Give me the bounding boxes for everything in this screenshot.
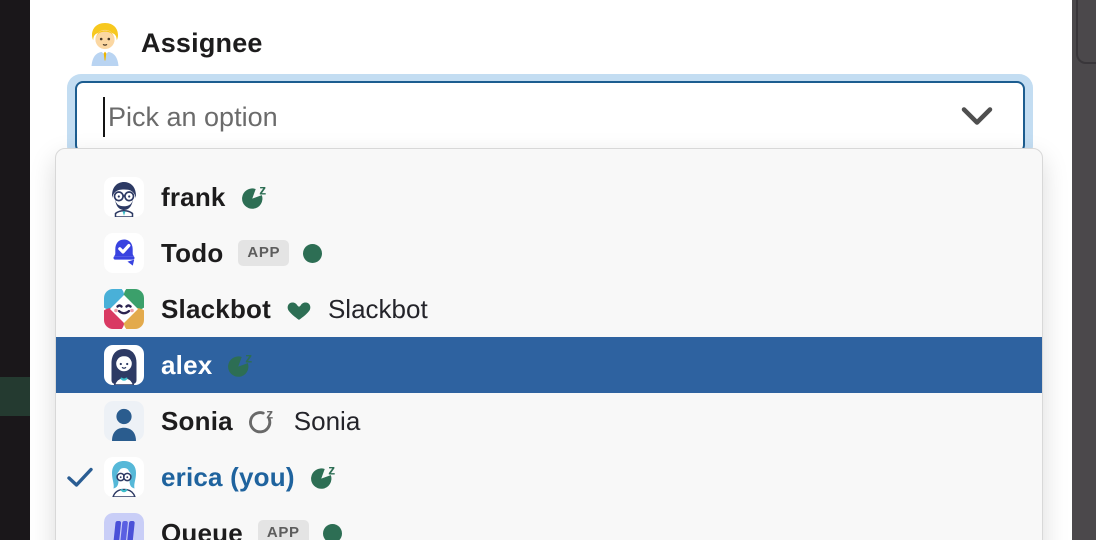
active-dot-icon	[322, 523, 342, 540]
svg-text:z: z	[328, 463, 335, 477]
option-frank[interactable]: frank z	[56, 169, 1042, 225]
assignee-field-label: Assignee	[141, 27, 263, 58]
option-name: Queue	[161, 517, 243, 540]
option-name: Sonia	[161, 405, 233, 436]
option-sonia[interactable]: Sonia z Sonia	[56, 393, 1042, 449]
woman-navy-avatar	[104, 345, 144, 385]
option-name: Slackbot	[161, 293, 271, 324]
status-text: Slackbot	[327, 293, 428, 324]
active-dnd-z-icon: z	[310, 463, 340, 491]
man-navy-avatar	[104, 177, 144, 217]
chevron-down-icon[interactable]	[957, 104, 997, 130]
woman-cyan-avatar	[104, 457, 144, 497]
right-app-chrome-strip	[1072, 0, 1096, 540]
man-office-worker-emoji	[84, 20, 126, 66]
option-erica-you[interactable]: erica (you) z	[56, 449, 1042, 505]
green-heart-icon	[286, 297, 312, 321]
app-badge: APP	[257, 520, 309, 540]
status-text: Sonia	[293, 405, 361, 436]
svg-text:z: z	[266, 407, 273, 421]
slackbot-avatar	[104, 289, 144, 329]
assignee-select-focus-ring: Pick an option	[67, 74, 1033, 160]
scrollbar-thumb[interactable]	[1076, 0, 1096, 64]
person-silhouette-avatar	[104, 401, 144, 441]
option-alex-selected[interactable]: alex z	[56, 337, 1042, 393]
active-dnd-z-icon: z	[227, 351, 257, 379]
svg-text:z: z	[259, 183, 266, 197]
todo-bell-app-avatar	[104, 233, 144, 273]
app-badge: APP	[238, 240, 290, 266]
active-dnd-z-icon: z	[241, 183, 271, 211]
option-queue[interactable]: Queue APP	[56, 505, 1042, 540]
queue-books-app-avatar	[104, 513, 144, 540]
option-name: alex	[161, 349, 213, 380]
option-todo[interactable]: Todo APP	[56, 225, 1042, 281]
assignee-field-header: Assignee	[84, 20, 263, 66]
left-strip-green-segment	[0, 377, 30, 416]
assignee-options-listbox: frank z	[55, 148, 1043, 540]
svg-text:z: z	[246, 351, 253, 365]
checkmark-icon	[65, 465, 95, 489]
assignee-select-input[interactable]: Pick an option	[75, 81, 1025, 153]
left-app-chrome-strip	[0, 0, 30, 540]
away-dnd-z-icon: z	[248, 407, 278, 435]
text-caret	[103, 97, 105, 137]
active-dot-icon	[303, 243, 323, 263]
select-placeholder: Pick an option	[108, 101, 278, 132]
option-name: frank	[161, 181, 226, 212]
option-name: Todo	[161, 237, 224, 268]
option-slackbot[interactable]: Slackbot Slackbot	[56, 281, 1042, 337]
option-name: erica (you)	[161, 461, 295, 492]
